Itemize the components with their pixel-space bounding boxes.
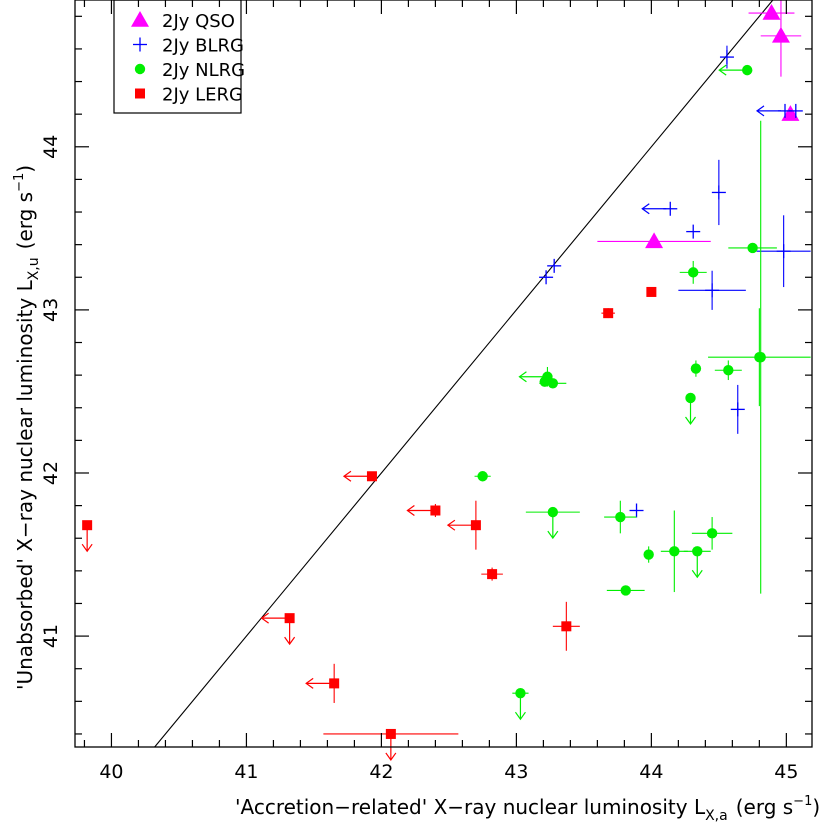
upper-limit-arrow-down [685, 401, 697, 425]
y-tick-label: 44 [40, 135, 62, 159]
upper-limit-arrow-down [385, 737, 397, 761]
point-triangle [771, 26, 790, 43]
point-circle [685, 392, 696, 404]
x-tick-label: 41 [234, 761, 258, 783]
point-plus [719, 50, 734, 65]
x-tick-label: 40 [99, 761, 123, 783]
legend-label: 2Jy BLRG [162, 36, 244, 57]
point-triangle [645, 232, 664, 249]
point-plus [788, 103, 803, 118]
point-square [646, 286, 657, 297]
legend: 2Jy QSO 2Jy BLRG 2Jy NLRG 2Jy LERG [113, 0, 245, 114]
point-circle [134, 63, 146, 75]
point-square [329, 678, 340, 689]
point-circle [643, 549, 654, 560]
upper-limit-arrow-left [260, 612, 286, 624]
point-square [603, 308, 614, 319]
upper-limit-arrow-left [305, 677, 331, 689]
point-circle [620, 585, 631, 596]
point-circle [755, 351, 766, 363]
point-square [430, 505, 441, 516]
upper-limit-arrow-left [641, 203, 667, 215]
point-circle [747, 242, 758, 254]
point-square [470, 520, 481, 531]
series-plus [539, 45, 811, 518]
point-square [487, 569, 498, 580]
point-circle [547, 506, 559, 518]
point-circle [688, 267, 699, 278]
point-plus [730, 402, 745, 417]
point-circle [539, 376, 550, 387]
point-square [366, 471, 377, 482]
upper-limit-arrow-down [691, 555, 703, 579]
x-axis-title: 'Accretion−related' X−ray nuclear lumino… [235, 794, 820, 824]
legend-label: 2Jy LERG [162, 85, 243, 106]
point-circle [615, 511, 626, 523]
point-plus [629, 503, 644, 518]
point-circle [515, 687, 526, 699]
upper-limit-arrow-down [514, 697, 526, 721]
point-plus [711, 185, 726, 200]
point-square [385, 728, 396, 739]
upper-limit-arrow-down [284, 622, 296, 646]
x-tick-label: 44 [639, 761, 663, 783]
series-circle [474, 64, 811, 721]
upper-limit-arrow-left [718, 64, 744, 76]
point-circle [706, 528, 718, 539]
y-tick-label: 43 [40, 298, 62, 322]
point-plus [705, 283, 720, 298]
point-square [135, 88, 145, 99]
legend-label: 2Jy NLRG [162, 60, 245, 81]
point-plus [539, 270, 554, 285]
series-triangle [597, 0, 802, 249]
point-square [82, 520, 93, 531]
point-circle [690, 363, 702, 374]
y-axis-title: 'Unabsorbed' X−ray nuclear luminosity LX… [12, 165, 42, 690]
x-tick-label: 42 [369, 761, 393, 783]
point-circle [547, 378, 559, 389]
y-tick-label: 41 [40, 624, 62, 648]
axis-ticks: 40 41 42 43 44 45 41 42 43 44 [40, 0, 812, 783]
point-triangle [131, 11, 149, 27]
legend-box [113, 0, 242, 114]
point-circle [692, 546, 703, 557]
upper-limit-arrow-left [446, 519, 472, 531]
point-plus [686, 224, 701, 239]
point-circle [723, 365, 734, 376]
point-circle [477, 471, 488, 482]
upper-limit-arrow-left [342, 470, 368, 482]
plot-frame [74, 0, 813, 748]
point-triangle [781, 105, 800, 121]
point-square [284, 613, 295, 624]
point-circle [669, 546, 680, 557]
upper-limit-arrow-left [755, 105, 782, 117]
y-tick-label: 42 [40, 461, 62, 485]
upper-limit-arrow-left [406, 505, 432, 516]
point-square [561, 621, 572, 632]
series-square [81, 286, 657, 761]
upper-limit-arrow-down [547, 516, 559, 540]
upper-limit-arrow-down [81, 529, 93, 553]
upper-limit-arrow-left [518, 371, 544, 383]
legend-label: 2Jy QSO [162, 11, 235, 32]
x-tick-label: 45 [774, 761, 798, 783]
data-marks [81, 0, 811, 761]
point-circle [742, 64, 753, 76]
point-triangle [762, 4, 781, 20]
point-plus [547, 258, 562, 273]
one-to-one-line [154, 0, 774, 748]
x-tick-label: 43 [504, 761, 528, 783]
point-plus [133, 37, 147, 52]
point-plus [663, 201, 678, 216]
point-plus [776, 244, 791, 259]
